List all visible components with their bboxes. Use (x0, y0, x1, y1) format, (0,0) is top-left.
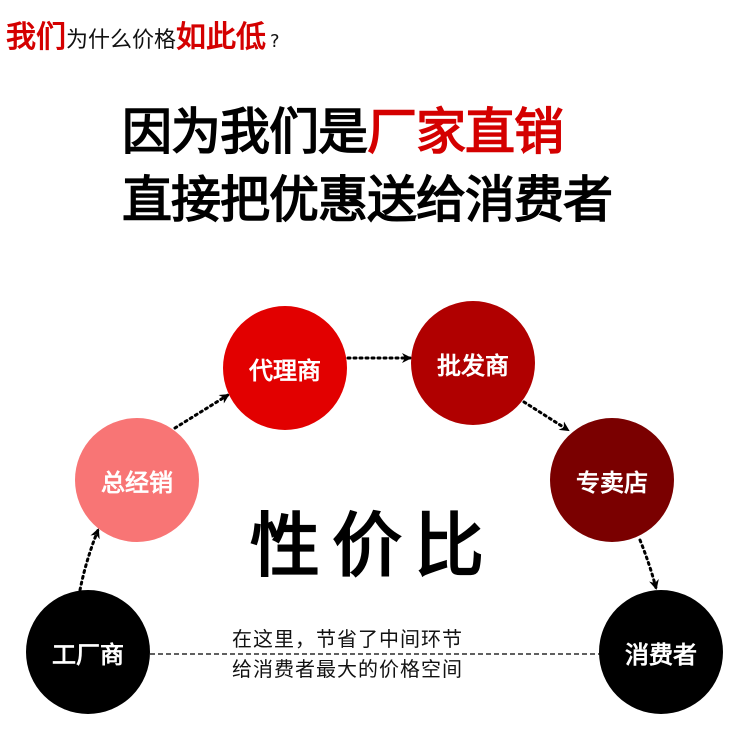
headline-question: ? (270, 31, 280, 52)
savings-note-line2: 给消费者最大的价格空间 (232, 657, 463, 681)
slogan-line2: 直接把优惠送给消费者 (122, 171, 613, 229)
arrow-distributor-to-agent (173, 393, 230, 430)
node-label: 专卖店 (576, 468, 648, 497)
node-factory: 工厂商 (26, 590, 150, 714)
headline-part2: 为什么价格 (66, 28, 177, 53)
headline-part1: 我们 (6, 20, 66, 55)
node-label: 总经销 (101, 468, 173, 497)
node-label: 消费者 (625, 640, 697, 669)
node-label: 批发商 (437, 351, 509, 380)
slogan-line1-black: 因为我们是 (122, 103, 368, 161)
node-label: 工厂商 (52, 640, 124, 669)
slogan-line1-red: 厂家直销 (367, 103, 564, 161)
slogan-line1: 因为我们是厂家直销 (122, 92, 564, 164)
arrow-store-to-consumer (638, 538, 659, 590)
center-title: 性价比 (250, 505, 496, 587)
node-agent: 代理商 (223, 306, 347, 430)
node-label: 代理商 (249, 356, 321, 385)
savings-note: 在这里，节省了中间环节 给消费者最大的价格空间 (232, 624, 463, 684)
node-store: 专卖店 (550, 418, 674, 542)
headline-part3: 如此低 (176, 20, 267, 55)
node-wholesaler: 批发商 (411, 301, 535, 425)
node-consumer: 消费者 (599, 590, 723, 714)
savings-note-line1: 在这里，节省了中间环节 (232, 627, 463, 651)
arrow-wholesaler-to-store (522, 400, 570, 432)
headline: 我们为什么价格如此低? (6, 12, 280, 56)
node-general-distributor: 总经销 (75, 418, 199, 542)
arrow-factory-to-distributor (78, 528, 100, 592)
